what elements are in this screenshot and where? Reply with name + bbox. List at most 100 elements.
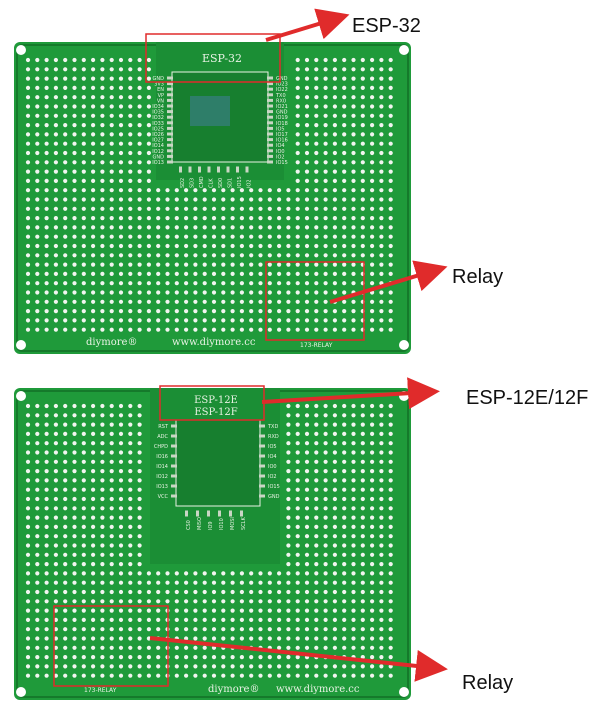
pcb-hole bbox=[295, 160, 300, 165]
pcb-hole bbox=[379, 160, 384, 165]
pcb-hole bbox=[351, 515, 356, 520]
pcb-hole bbox=[360, 617, 365, 623]
pin-label: CS0 bbox=[186, 520, 192, 530]
pcb-hole bbox=[35, 403, 40, 409]
pcb-hole bbox=[388, 441, 393, 446]
pin-label: SD0 bbox=[218, 178, 224, 188]
pcb-hole bbox=[370, 562, 375, 567]
pcb-hole bbox=[81, 243, 86, 249]
pcb-hole bbox=[360, 413, 365, 418]
pcb-hole bbox=[314, 478, 319, 483]
pcb-hole bbox=[25, 225, 31, 230]
pcb-hole bbox=[360, 85, 365, 90]
pcb-hole bbox=[258, 309, 263, 314]
pcb-hole bbox=[118, 422, 124, 427]
pcb-hole bbox=[286, 599, 291, 604]
pcb-hole bbox=[81, 169, 86, 174]
pcb-hole bbox=[239, 243, 244, 249]
pcb-hole bbox=[277, 281, 282, 286]
pcb-hole bbox=[360, 188, 365, 193]
pcb-hole bbox=[174, 299, 179, 304]
pcb-hole bbox=[91, 506, 96, 511]
pcb-hole bbox=[128, 580, 133, 585]
pcb-hole bbox=[360, 57, 365, 63]
pcb-hole bbox=[239, 197, 244, 202]
pcb-hole bbox=[118, 76, 124, 81]
esp32-board: ESP-32 GND3V3ENVPVNIO34IO35IO32IO33IO25I… bbox=[14, 33, 411, 354]
pcb-hole bbox=[91, 141, 96, 146]
pcb-hole bbox=[379, 104, 384, 109]
module-pad bbox=[267, 126, 273, 130]
pcb-hole bbox=[165, 188, 170, 193]
pcb-hole bbox=[100, 422, 105, 427]
module-pad bbox=[171, 424, 177, 428]
pcb-hole bbox=[118, 178, 124, 183]
pcb-hole bbox=[100, 225, 105, 230]
pcb-hole bbox=[388, 431, 393, 436]
pcb-hole bbox=[370, 422, 375, 427]
pcb-hole bbox=[379, 422, 384, 427]
pcb-hole bbox=[314, 543, 319, 548]
pcb-hole bbox=[72, 57, 77, 63]
pin-label: IO35 bbox=[152, 110, 164, 116]
pcb-hole bbox=[202, 318, 207, 323]
pcb-hole bbox=[249, 234, 254, 239]
pcb-hole bbox=[91, 309, 96, 314]
pcb-hole bbox=[314, 608, 319, 613]
pcb-hole bbox=[44, 552, 49, 557]
pcb-hole bbox=[109, 589, 114, 595]
pcb-hole bbox=[100, 160, 105, 165]
pcb-hole bbox=[249, 673, 254, 678]
pcb-hole bbox=[174, 571, 179, 576]
pcb-hole bbox=[388, 469, 393, 474]
pcb-hole bbox=[137, 290, 142, 295]
pcb-hole bbox=[91, 450, 96, 455]
pcb-hole bbox=[118, 403, 124, 409]
pcb-hole bbox=[267, 290, 272, 295]
pcb-hole bbox=[118, 243, 124, 249]
module-pad bbox=[259, 434, 265, 438]
pcb-hole bbox=[72, 655, 77, 660]
pcb-hole bbox=[388, 234, 393, 239]
pcb-hole bbox=[239, 234, 244, 239]
pcb-hole bbox=[370, 327, 375, 332]
pcb-hole bbox=[35, 515, 40, 520]
pcb-hole bbox=[304, 673, 310, 678]
pcb-hole bbox=[342, 160, 347, 165]
pcb-hole bbox=[53, 188, 59, 193]
pcb-hole bbox=[109, 571, 114, 576]
pcb-hole bbox=[109, 496, 114, 502]
pcb-hole bbox=[332, 599, 337, 604]
pcb-hole bbox=[174, 673, 179, 678]
pcb-hole bbox=[35, 253, 40, 258]
pcb-hole bbox=[128, 225, 133, 230]
pin-label: TX0 bbox=[275, 93, 286, 99]
pin-label: IO14 bbox=[156, 464, 168, 470]
pcb-hole bbox=[25, 552, 31, 557]
module-pad bbox=[207, 166, 211, 173]
pcb-hole bbox=[230, 318, 235, 323]
pcb-hole bbox=[323, 524, 328, 530]
pcb-hole bbox=[35, 664, 40, 669]
pcb-hole bbox=[184, 299, 189, 304]
pcb-hole bbox=[100, 524, 105, 530]
pcb-hole bbox=[44, 496, 49, 502]
pcb-hole bbox=[258, 571, 263, 576]
pcb-hole bbox=[258, 673, 263, 678]
pcb-hole bbox=[332, 309, 337, 314]
pcb-hole bbox=[221, 589, 226, 595]
pcb-hole bbox=[295, 627, 300, 632]
pcb-hole bbox=[351, 178, 356, 183]
pcb-hole bbox=[295, 459, 300, 464]
pcb-hole bbox=[25, 234, 31, 239]
pcb-hole bbox=[137, 160, 142, 165]
pcb-hole bbox=[388, 299, 393, 304]
esp32-relay-highlight-box bbox=[265, 261, 365, 341]
pcb-hole bbox=[267, 571, 272, 576]
pcb-hole bbox=[63, 506, 68, 511]
pcb-hole bbox=[25, 206, 31, 211]
pcb-hole bbox=[314, 234, 319, 239]
pcb-hole bbox=[379, 617, 384, 623]
pcb-hole bbox=[249, 571, 254, 576]
pcb-hole bbox=[351, 225, 356, 230]
